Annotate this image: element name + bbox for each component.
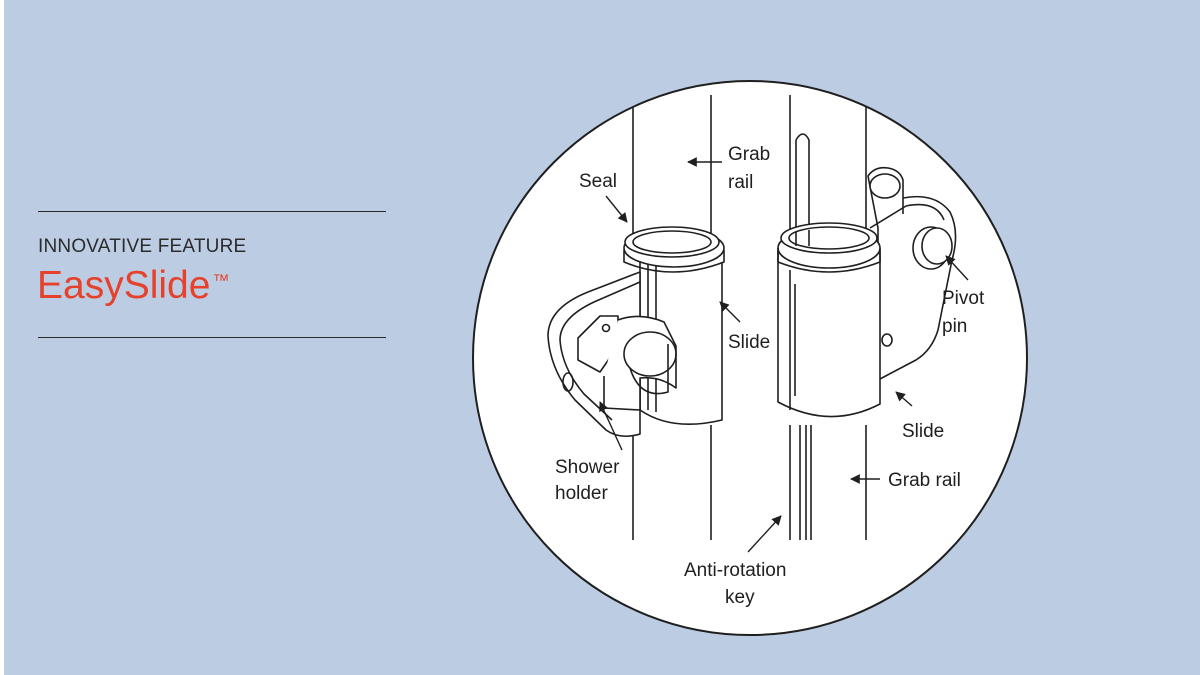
pivot-bracket bbox=[867, 166, 957, 381]
right-grab-rail bbox=[789, 95, 867, 540]
label-anti-rotation-line2: key bbox=[725, 587, 755, 608]
leader-arrows bbox=[599, 157, 969, 553]
label-shower-holder-line2: holder bbox=[555, 483, 608, 504]
bottom-divider bbox=[38, 337, 386, 338]
label-anti-rotation-line1: Anti-rotation bbox=[684, 560, 786, 581]
arrow-shower-holder bbox=[599, 401, 623, 451]
arrow-anti-rotation bbox=[747, 515, 782, 553]
label-grab-rail-right: Grab rail bbox=[888, 470, 961, 491]
feature-kicker: INNOVATIVE FEATURE bbox=[38, 236, 247, 257]
label-grab-rail-left-line2: rail bbox=[728, 172, 753, 193]
arrow-seal bbox=[605, 195, 628, 223]
arrow-pivot-pin bbox=[945, 255, 969, 281]
feature-name: EasySlide bbox=[37, 264, 211, 307]
label-pivot-pin-line1: Pivot bbox=[942, 288, 985, 309]
right-seal bbox=[777, 222, 881, 273]
left-grab-rail bbox=[632, 95, 712, 540]
arrow-slide-left bbox=[719, 301, 741, 323]
top-divider bbox=[38, 211, 386, 212]
left-seal bbox=[623, 226, 725, 273]
label-pivot-pin-line2: pin bbox=[942, 316, 967, 337]
label-slide-left: Slide bbox=[728, 332, 770, 353]
label-shower-holder-line1: Shower bbox=[555, 457, 620, 478]
shower-holder bbox=[547, 271, 677, 438]
pivot-pin bbox=[912, 226, 953, 270]
label-grab-rail-left-line1: Grab bbox=[728, 144, 770, 165]
right-slide bbox=[777, 250, 893, 418]
label-seal: Seal bbox=[579, 171, 617, 192]
trademark-symbol: ™ bbox=[212, 271, 230, 290]
arrow-slide-right bbox=[895, 391, 913, 407]
label-slide-right: Slide bbox=[902, 421, 944, 442]
